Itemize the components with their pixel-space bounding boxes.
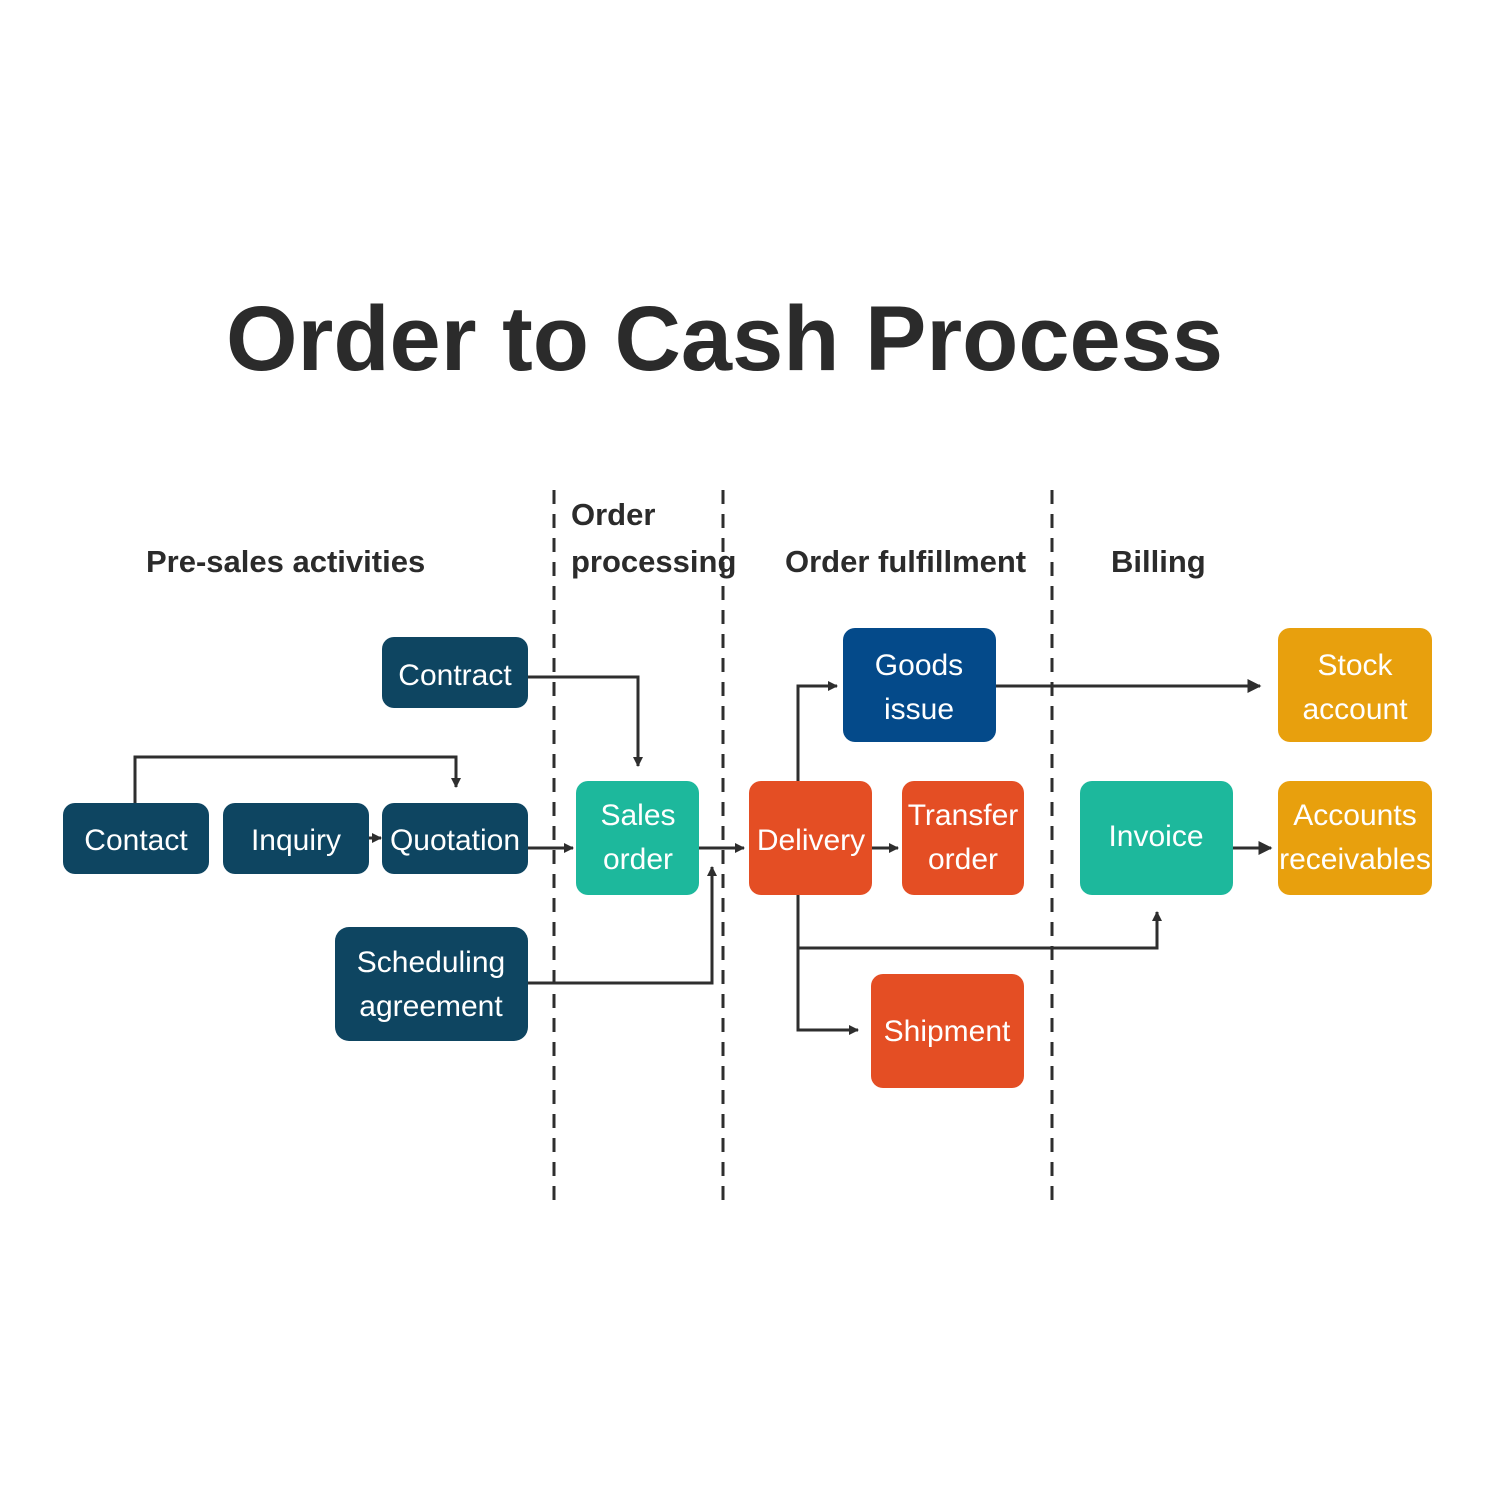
node-label: account <box>1302 693 1408 726</box>
section-heading-presales: Pre-sales activities <box>146 544 425 579</box>
node-label: order <box>928 843 998 876</box>
page-title: Order to Cash Process <box>226 288 1223 390</box>
node-label: receivables <box>1279 843 1431 876</box>
node-label: Transfer <box>908 799 1019 832</box>
node-label: agreement <box>359 990 503 1023</box>
node-accounts-receivables: Accounts receivables <box>1278 781 1432 895</box>
node-contact: Contact <box>63 803 209 874</box>
connectors <box>133 675 1273 1035</box>
section-heading-billing: Billing <box>1111 544 1206 579</box>
connector-delivery-shipment <box>796 948 859 1035</box>
node-label: Shipment <box>884 1015 1011 1048</box>
node-label: Stock <box>1317 649 1393 682</box>
section-heading-order-processing-line1: Order <box>571 497 655 532</box>
section-heading-fulfillment: Order fulfillment <box>785 544 1026 579</box>
section-heading-order-processing-line2: processing <box>571 544 736 579</box>
connector-delivery-invoice <box>796 895 1162 950</box>
node-label: issue <box>884 693 954 726</box>
connector-contract-sales-order <box>528 675 643 767</box>
connector-contact-quotation <box>133 755 461 803</box>
node-contract: Contract <box>382 637 528 708</box>
node-shipment: Shipment <box>871 974 1024 1088</box>
node-label: Scheduling <box>357 946 505 979</box>
node-label: order <box>603 843 673 876</box>
node-label: Accounts <box>1293 799 1416 832</box>
node-delivery: Delivery <box>749 781 872 895</box>
node-label: Goods <box>875 649 963 682</box>
connector-delivery-goods-issue <box>796 681 838 781</box>
node-label: Quotation <box>390 824 520 857</box>
node-invoice: Invoice <box>1080 781 1233 895</box>
node-scheduling-agreement: Scheduling agreement <box>335 927 528 1041</box>
node-transfer-order: Transfer order <box>902 781 1024 895</box>
node-sales-order: Sales order <box>576 781 699 895</box>
node-quotation: Quotation <box>382 803 528 874</box>
node-label: Sales <box>600 799 675 832</box>
node-label: Invoice <box>1108 820 1203 853</box>
node-inquiry: Inquiry <box>223 803 369 874</box>
node-goods-issue: Goods issue <box>843 628 996 742</box>
connector-scheduling-sales-order <box>528 866 717 985</box>
node-stock-account: Stock account <box>1278 628 1432 742</box>
node-label: Contact <box>84 824 188 857</box>
node-label: Inquiry <box>251 824 341 857</box>
node-label: Delivery <box>757 824 865 857</box>
node-label: Contract <box>398 659 512 692</box>
